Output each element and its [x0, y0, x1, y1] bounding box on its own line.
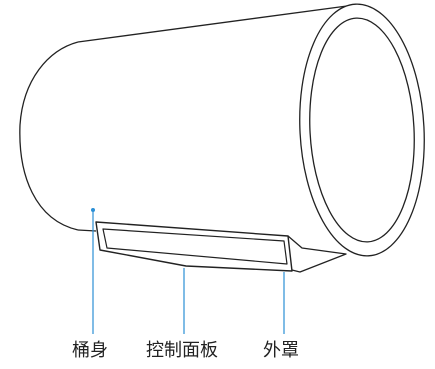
leader-body-dot [91, 208, 95, 212]
control-panel-outline [95, 221, 293, 272]
end-cap-inner [309, 17, 415, 243]
leader-lines [92, 212, 285, 334]
outer-cover [287, 235, 347, 273]
end-cap-outer [299, 3, 425, 257]
tank-left-end [19, 41, 79, 231]
label-body: 桶身 [72, 340, 108, 361]
label-control-panel: 控制面板 [146, 340, 218, 361]
label-outer-cover: 外罩 [263, 340, 299, 361]
control-panel-face [102, 228, 288, 265]
tank-top-edge [77, 5, 348, 43]
